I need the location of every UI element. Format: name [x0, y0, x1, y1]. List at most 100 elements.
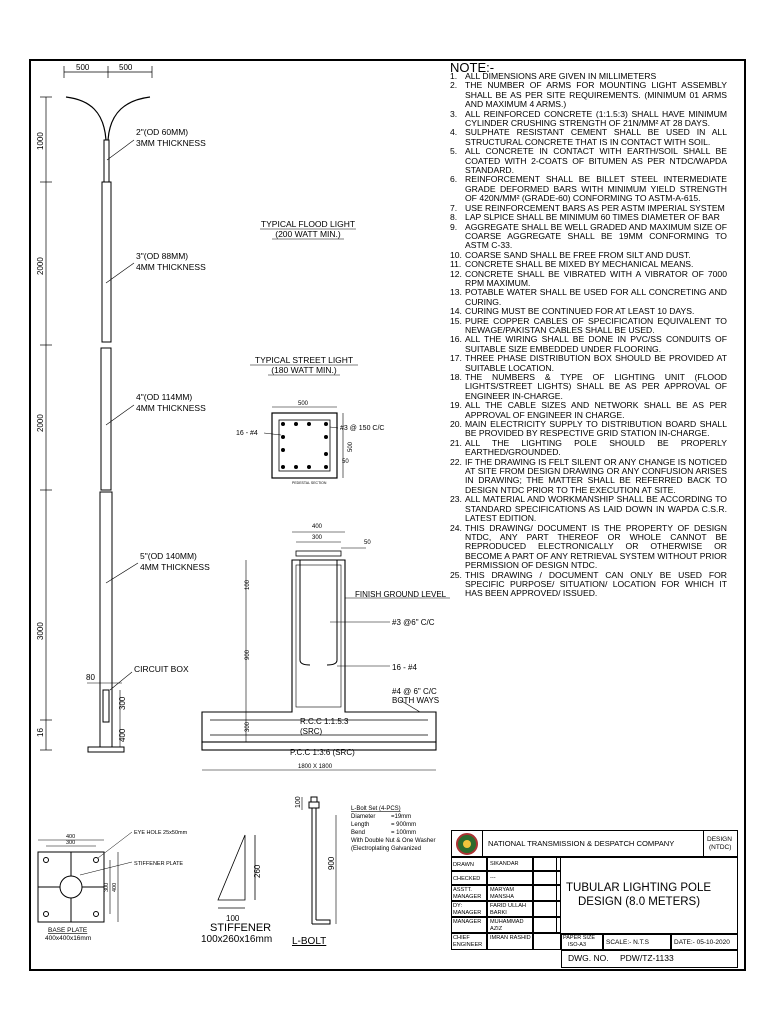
notes-list: 1.ALL DIMENSIONS ARE GIVEN IN MILLIMETER… — [450, 71, 727, 599]
note-text: THREE PHASE DISTRIBUTION BOX SHOULD BE P… — [465, 353, 727, 373]
signature-role: DRAWN — [453, 862, 474, 868]
note-item: 5.ALL CONCRETE IN CONTACT WITH EARTH/SOI… — [450, 147, 727, 175]
note-item: 1.ALL DIMENSIONS ARE GIVEN IN MILLIMETER… — [450, 71, 727, 81]
signature-role: ASSTT. MANAGER — [453, 887, 482, 900]
circuit-box-dims — [87, 682, 122, 747]
note-number: 2. — [450, 80, 458, 91]
seg2-label-a: 3"(OD 88MM) — [136, 251, 188, 261]
signature-role-cell: MANAGER — [451, 917, 487, 933]
note-text: MAIN ELECTRICITY SUPPLY TO DISTRIBUTION … — [465, 419, 727, 439]
pole-body — [87, 139, 125, 753]
signature-name: FARID ULLAH BARKI — [490, 903, 527, 916]
bp-300: 300 — [66, 840, 75, 846]
note-item: 13.POTABLE WATER SHALL BE USED FOR ALL C… — [450, 288, 727, 307]
foundation-section — [201, 550, 437, 751]
signature-name-cell: MARYAM MANSHA — [487, 885, 533, 901]
dim-top-left: 500 — [76, 63, 90, 72]
note-item: 10.COARSE SAND SHALL BE FREE FROM SILT A… — [450, 249, 727, 260]
signature-role: DY: MANAGER — [453, 903, 482, 916]
note-text: THE NUMBER OF ARMS FOR MOUNTING LIGHT AS… — [465, 80, 727, 110]
note-number: 15. — [450, 315, 462, 326]
signature-cell — [533, 871, 561, 885]
pcc-label: P.C.C 1:3:6 (SRC) — [290, 748, 355, 757]
note-item: 2. THE NUMBER OF ARMS FOR MOUNTING LIGHT … — [450, 81, 727, 109]
note-item: 24.THIS DRAWING/ DOCUMENT IS THE PROPERT… — [450, 522, 727, 571]
note-number: 8. — [450, 212, 458, 223]
note-item: 4.SULPHATE RESISTANT CEMENT SHALL BE USE… — [450, 128, 727, 147]
note-item: 22.IF THE DRAWING IS FELT SILENT OR ANY … — [450, 456, 727, 496]
note-item: 15.PURE COPPER CABLES OF SPECIFICATION E… — [450, 315, 727, 336]
paper-size-label: PAPER SIZE — [563, 935, 595, 941]
note-item: 7.USE REINFORCEMENT BARS AS PER ASTM IMP… — [450, 203, 727, 213]
pedestal-ties-label: #3 @ 150 C/C — [340, 425, 384, 432]
fd-400: 400 — [312, 524, 323, 530]
lbolt-length-k: Length — [351, 822, 369, 828]
note-number: 24. — [450, 522, 462, 533]
signature-cell — [533, 885, 561, 901]
note-text: PURE COPPER CABLES OF SPECIFICATION EQUI… — [465, 315, 727, 335]
pole-height-dimension — [40, 96, 52, 751]
pole-leaders — [105, 139, 139, 691]
note-text: ALL THE CABLE SIZES AND NETWORK SHALL BE… — [465, 400, 727, 420]
note-item: 18.THE NUMBERS & TYPE OF LIGHTING UNIT (… — [450, 372, 727, 401]
note-item: 9. AGGREGATE SHALL BE WELL GRADED AND MAX… — [450, 221, 727, 251]
foundation-mesh2: BOTH WAYS — [392, 696, 439, 705]
bp-400v: 400 — [112, 883, 118, 892]
flood-light-title: TYPICAL FLOOD LIGHT — [261, 219, 355, 229]
note-text: LAP SLPICE SHALL BE MINIMUM 60 TIMES DIA… — [465, 212, 720, 223]
signature-name-cell: SIKANDAR — [487, 857, 533, 871]
foundation-ties: #3 @6" C/C — [392, 618, 435, 627]
seg4-height: 3000 — [36, 622, 45, 640]
seg4-label-b: 4MM THICKNESS — [140, 562, 210, 572]
rcc-label-2: (SRC) — [300, 727, 323, 736]
dept: DESIGN — [707, 836, 732, 843]
seg4-label-a: 5"(OD 140MM) — [140, 551, 197, 561]
bp-400: 400 — [66, 834, 75, 840]
eye-hole-label: EYE HOLE 25x50mm — [134, 830, 188, 836]
note-item: 8. LAP SLPICE SHALL BE MINIMUM 60 TIMES D… — [450, 212, 727, 223]
note-number: 9. — [450, 221, 458, 232]
signature-role: CHIEF ENGINEER — [453, 935, 483, 948]
note-number: 5. — [450, 146, 458, 157]
dim-top-right: 500 — [119, 63, 133, 72]
seg2-height: 2000 — [36, 257, 45, 275]
title-block: NATIONAL TRANSMISSION & DESPATCH COMPANY… — [451, 830, 738, 968]
drawing-title-2: DESIGN (8.0 METERS) — [578, 896, 701, 908]
note-number: 23. — [450, 494, 462, 505]
note-item: 16.ALL THE WIRING SHALL BE DONE IN PVC/S… — [450, 335, 727, 354]
seg2-label-b: 4MM THICKNESS — [136, 262, 206, 272]
ntdc-logo-cell — [451, 830, 483, 857]
lbolt-900: 900 — [327, 856, 336, 870]
note-number: 3. — [450, 108, 458, 119]
signature-role-cell: CHECKED — [451, 871, 487, 885]
note-number: 10. — [450, 249, 462, 260]
signature-name: MARYAM MANSHA — [490, 887, 515, 900]
note-number: 17. — [450, 353, 462, 364]
note-item: 6.REINFORCEMENT SHALL BE BILLET STEEL IN… — [450, 175, 727, 203]
note-text: IF THE DRAWING IS FELT SILENT OR ANY CHA… — [465, 456, 727, 495]
stiffener-w: 100 — [226, 914, 240, 923]
notes-title: NOTE:- — [450, 60, 495, 75]
base-plate-size: 400x400x16mm — [45, 935, 91, 942]
note-item: 11.CONCRETE SHALL BE MIXED BY MECHANICAL… — [450, 259, 727, 270]
note-item: 17.THREE PHASE DISTRIBUTION BOX SHOULD B… — [450, 354, 727, 373]
note-item: 14.CURING MUST BE CONTINUED FOR AT LEAST… — [450, 306, 727, 316]
signature-name: SIKANDAR — [490, 861, 519, 867]
dwg-no-label: DWG. NO. — [568, 953, 609, 963]
note-text: CONCRETE SHALL BE MIXED BY MECHANICAL ME… — [465, 259, 694, 270]
signature-cell — [533, 933, 561, 950]
signature-name: --- — [490, 875, 496, 881]
pedestal-bars — [281, 422, 328, 469]
note-text: AGGREGATE SHALL BE WELL GRADED AND MAXIM… — [465, 221, 727, 251]
flood-light-sub: (200 WATT MIN.) — [275, 229, 341, 239]
note-text: ALL THE WIRING SHALL BE DONE IN PVC/SS C… — [465, 334, 727, 354]
note-item: 20.MAIN ELECTRICITY SUPPLY TO DISTRIBUTI… — [450, 419, 727, 439]
ground-level-label: FINISH GROUND LEVEL — [355, 590, 447, 599]
note-text: ALL DIMENSIONS ARE GIVEN IN MILLIMETERS — [465, 71, 657, 81]
note-number: 16. — [450, 334, 462, 345]
lbolt-diameter-k: Diameter — [351, 814, 375, 820]
cb-h2: 400 — [118, 728, 127, 742]
note-text: SULPHATE RESISTANT CEMENT SHALL BE USED … — [465, 127, 727, 147]
foundation-mesh: #4 @ 6" C/C — [392, 687, 437, 696]
